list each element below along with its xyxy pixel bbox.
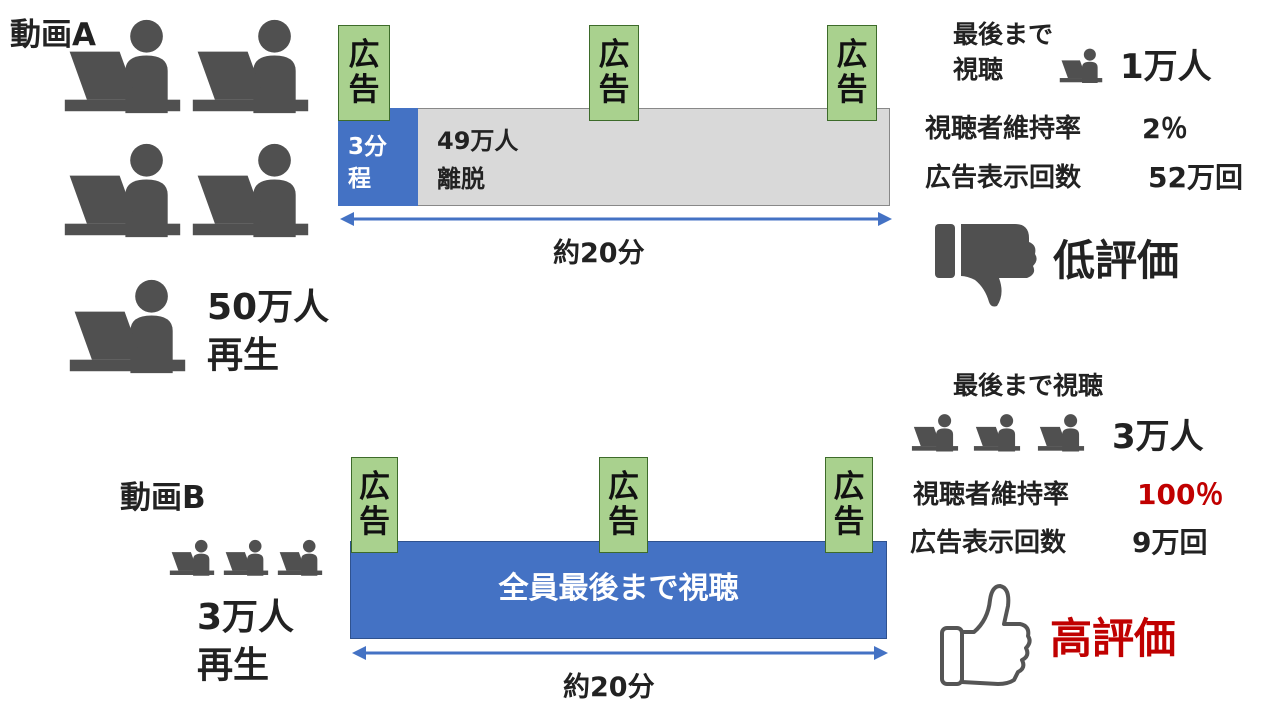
duration-label: 約20分: [563, 672, 655, 703]
ad-views-label: 広告表示回数: [925, 163, 1082, 193]
finish-label: 最後まで: [953, 20, 1054, 49]
video-b-label: 動画B: [120, 480, 206, 516]
person-laptop-icon: [60, 10, 185, 124]
person-laptop-icon: [65, 270, 190, 384]
finish-count: 1万人: [1120, 47, 1212, 87]
ad-views-value: 9万回: [1132, 526, 1208, 559]
rating-low: 低評価: [1053, 236, 1180, 285]
person-laptop-icon: [1036, 413, 1086, 453]
video-a-label: 動画A: [10, 17, 96, 53]
duration-arrow: [340, 212, 892, 226]
person-laptop-icon: [168, 538, 216, 578]
duration-arrow: [352, 646, 888, 660]
retention-value: 2％: [1142, 114, 1188, 145]
ad-views-value: 52万回: [1148, 161, 1243, 194]
person-laptop-icon: [188, 134, 313, 248]
person-laptop-icon: [1058, 48, 1104, 84]
person-laptop-icon: [60, 134, 185, 248]
dropoff-label: 49万人: [437, 127, 519, 155]
person-laptop-icon: [188, 10, 313, 124]
bar-text: 全員最後まで視聴: [498, 571, 739, 606]
person-laptop-icon: [276, 538, 324, 578]
video-a-plays: 50万人: [207, 287, 330, 328]
retention-value: 100％: [1137, 478, 1224, 511]
person-laptop-icon: [910, 413, 960, 453]
finish-label: 最後まで視聴: [953, 371, 1104, 400]
thumbs-down-icon: [935, 224, 1037, 307]
retention-label: 視聴者維持率: [925, 114, 1082, 144]
rating-high: 高評価: [1050, 614, 1177, 663]
retention-label: 視聴者維持率: [913, 480, 1070, 510]
ad-views-label: 広告表示回数: [910, 528, 1067, 558]
ad-marker: 広告: [338, 25, 390, 121]
video-a-watched-segment: [338, 108, 418, 206]
person-laptop-icon: [972, 413, 1022, 453]
finish-label: 視聴: [953, 55, 1004, 84]
duration-label: 約20分: [553, 238, 645, 269]
ad-marker: 広告: [351, 457, 398, 553]
ad-marker: 広告: [827, 25, 877, 121]
watched-segment-label: 程: [348, 166, 371, 192]
person-laptop-icon: [222, 538, 270, 578]
video-a-timeline-bar: [338, 108, 890, 206]
video-a-plays-suffix: 再生: [207, 335, 280, 376]
thumbs-up-icon: [940, 584, 1032, 686]
ad-marker: 広告: [825, 457, 873, 553]
dropoff-label: 離脱: [437, 165, 485, 193]
video-b-plays-suffix: 再生: [197, 645, 270, 686]
ad-marker: 広告: [599, 457, 648, 553]
watched-segment-label: 3分: [348, 134, 388, 160]
ad-marker: 広告: [589, 25, 639, 121]
video-b-plays: 3万人: [197, 597, 295, 638]
finish-count: 3万人: [1112, 417, 1204, 457]
